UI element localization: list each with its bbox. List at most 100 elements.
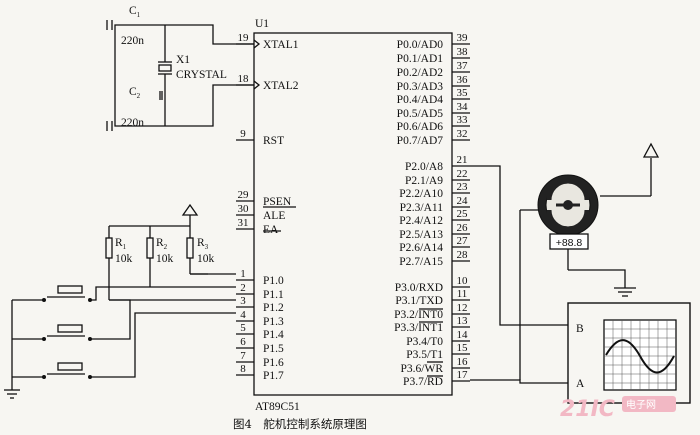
pin-number: 27 [457,235,469,247]
pin-label: P3.2/INT0 [394,309,443,321]
pin-number: 31 [238,217,249,229]
pin-label: P0.7/AD7 [397,135,444,147]
pin-number: 7 [240,350,246,362]
c2-value: 220n [121,117,144,129]
pin-number: 17 [457,369,469,381]
pin-number: 12 [457,302,468,314]
r2-ref: R2 [156,237,168,251]
scope-channel-a: A [576,378,585,390]
svg-text:21IC: 21IC [560,397,615,422]
mcu-right-pins: 39P0.0/AD038P0.1/AD137P0.2/AD236P0.3/AD3… [394,32,470,388]
pin-label: P0.1/AD1 [397,53,444,65]
pin-label: P1.7 [263,370,284,382]
pin-label: P3.5/T1 [406,349,443,361]
pin-label: P2.7/A15 [399,256,443,268]
pin-label: P0.5/AD5 [397,108,444,120]
pin-label: P2.1/A9 [405,175,443,187]
pin-label: XTAL1 [263,39,299,51]
pin-label: RST [263,135,284,147]
pin-label: P3.7/RD [403,376,443,388]
oscilloscope [567,302,691,404]
pin-number: 11 [457,288,468,300]
clock-pin-marker [253,80,261,90]
pin-label: P1.1 [263,289,284,301]
r3-ref: R3 [197,237,209,251]
pin-number: 37 [457,60,469,72]
push-buttons [4,273,236,399]
site-logo-watermark: 21IC 电子网 [560,396,676,422]
pullup-resistors [105,203,236,301]
pin-label: P1.6 [263,357,284,369]
pin-number: 8 [240,363,246,375]
pin-number: 16 [457,356,469,368]
pin-number: 29 [238,189,250,201]
pin-number: 18 [238,73,250,85]
pin-label: P2.2/A10 [399,188,443,200]
pin-number: 2 [240,282,246,294]
pin-label: P0.3/AD3 [397,81,444,93]
pin-label: P0.0/AD0 [397,39,444,51]
pin-number: 4 [240,309,246,321]
pin-number: 13 [457,315,469,327]
crystal-label: CRYSTAL [176,69,227,81]
pin-number: 19 [238,32,250,44]
pin-number: 15 [457,342,469,354]
pin-label: P1.4 [263,329,284,341]
pin-number: 21 [457,154,468,166]
pin-number: 24 [457,195,469,207]
pin-label: P3.0/RXD [395,282,443,294]
pin-number: 22 [457,168,468,180]
pin-number: 14 [457,329,469,341]
pin-number: 3 [240,295,246,307]
pin-number: 6 [240,336,246,348]
pin-label: P0.2/AD2 [397,67,444,79]
pin-number: 1 [240,268,246,280]
pin-label: P2.6/A14 [399,242,443,254]
r1-ref: R1 [115,237,127,251]
crystal-ref: X1 [176,54,190,66]
clock-pin-marker [253,39,261,49]
pin-number: 5 [240,322,246,334]
pin-label: P3.6/WR [401,363,444,375]
pin-number: 25 [457,208,469,220]
pin-number: 9 [240,128,246,140]
pin-label: P1.2 [263,302,284,314]
pin-label: P3.4/T0 [406,336,443,348]
pin-number: 32 [457,128,468,140]
r2-value: 10k [156,253,174,265]
mcu-part: AT89C51 [255,401,300,413]
pin-number: 28 [457,249,469,261]
pin-label: P2.4/A12 [399,215,443,227]
figure-caption: 图4 舵机控制系统原理图 [233,417,367,431]
pin-label: P3.1/TXD [395,295,443,307]
pin-label: P2.3/A11 [400,202,444,214]
svg-text:电子网: 电子网 [626,398,656,411]
pin-label: P1.3 [263,316,284,328]
pin-label: P3.3/INT1 [394,322,443,334]
pin-label: P0.6/AD6 [397,121,444,133]
mcu-body [253,32,453,396]
pin-label: P2.5/A13 [399,229,443,241]
c1-ref: C1 [129,5,141,19]
servo-display: +88.8 [556,237,583,249]
pin-label: ALE [263,210,285,222]
pin-label: P0.4/AD4 [397,94,444,106]
pin-label: EA [263,224,279,236]
c2-ref: C2 [129,86,141,100]
pin-number: 34 [457,101,469,113]
pin-number: 26 [457,222,469,234]
pin-label: P2.0/A8 [405,161,443,173]
pin-number: 30 [238,203,250,215]
pin-number: 35 [457,87,469,99]
pin-number: 33 [457,114,469,126]
pin-number: 23 [457,181,469,193]
pin-label: P1.0 [263,275,284,287]
pin-label: PSEN [263,196,292,208]
r3-value: 10k [197,253,215,265]
c1-value: 220n [121,35,144,47]
pin-label: XTAL2 [263,80,299,92]
r1-value: 10k [115,253,133,265]
